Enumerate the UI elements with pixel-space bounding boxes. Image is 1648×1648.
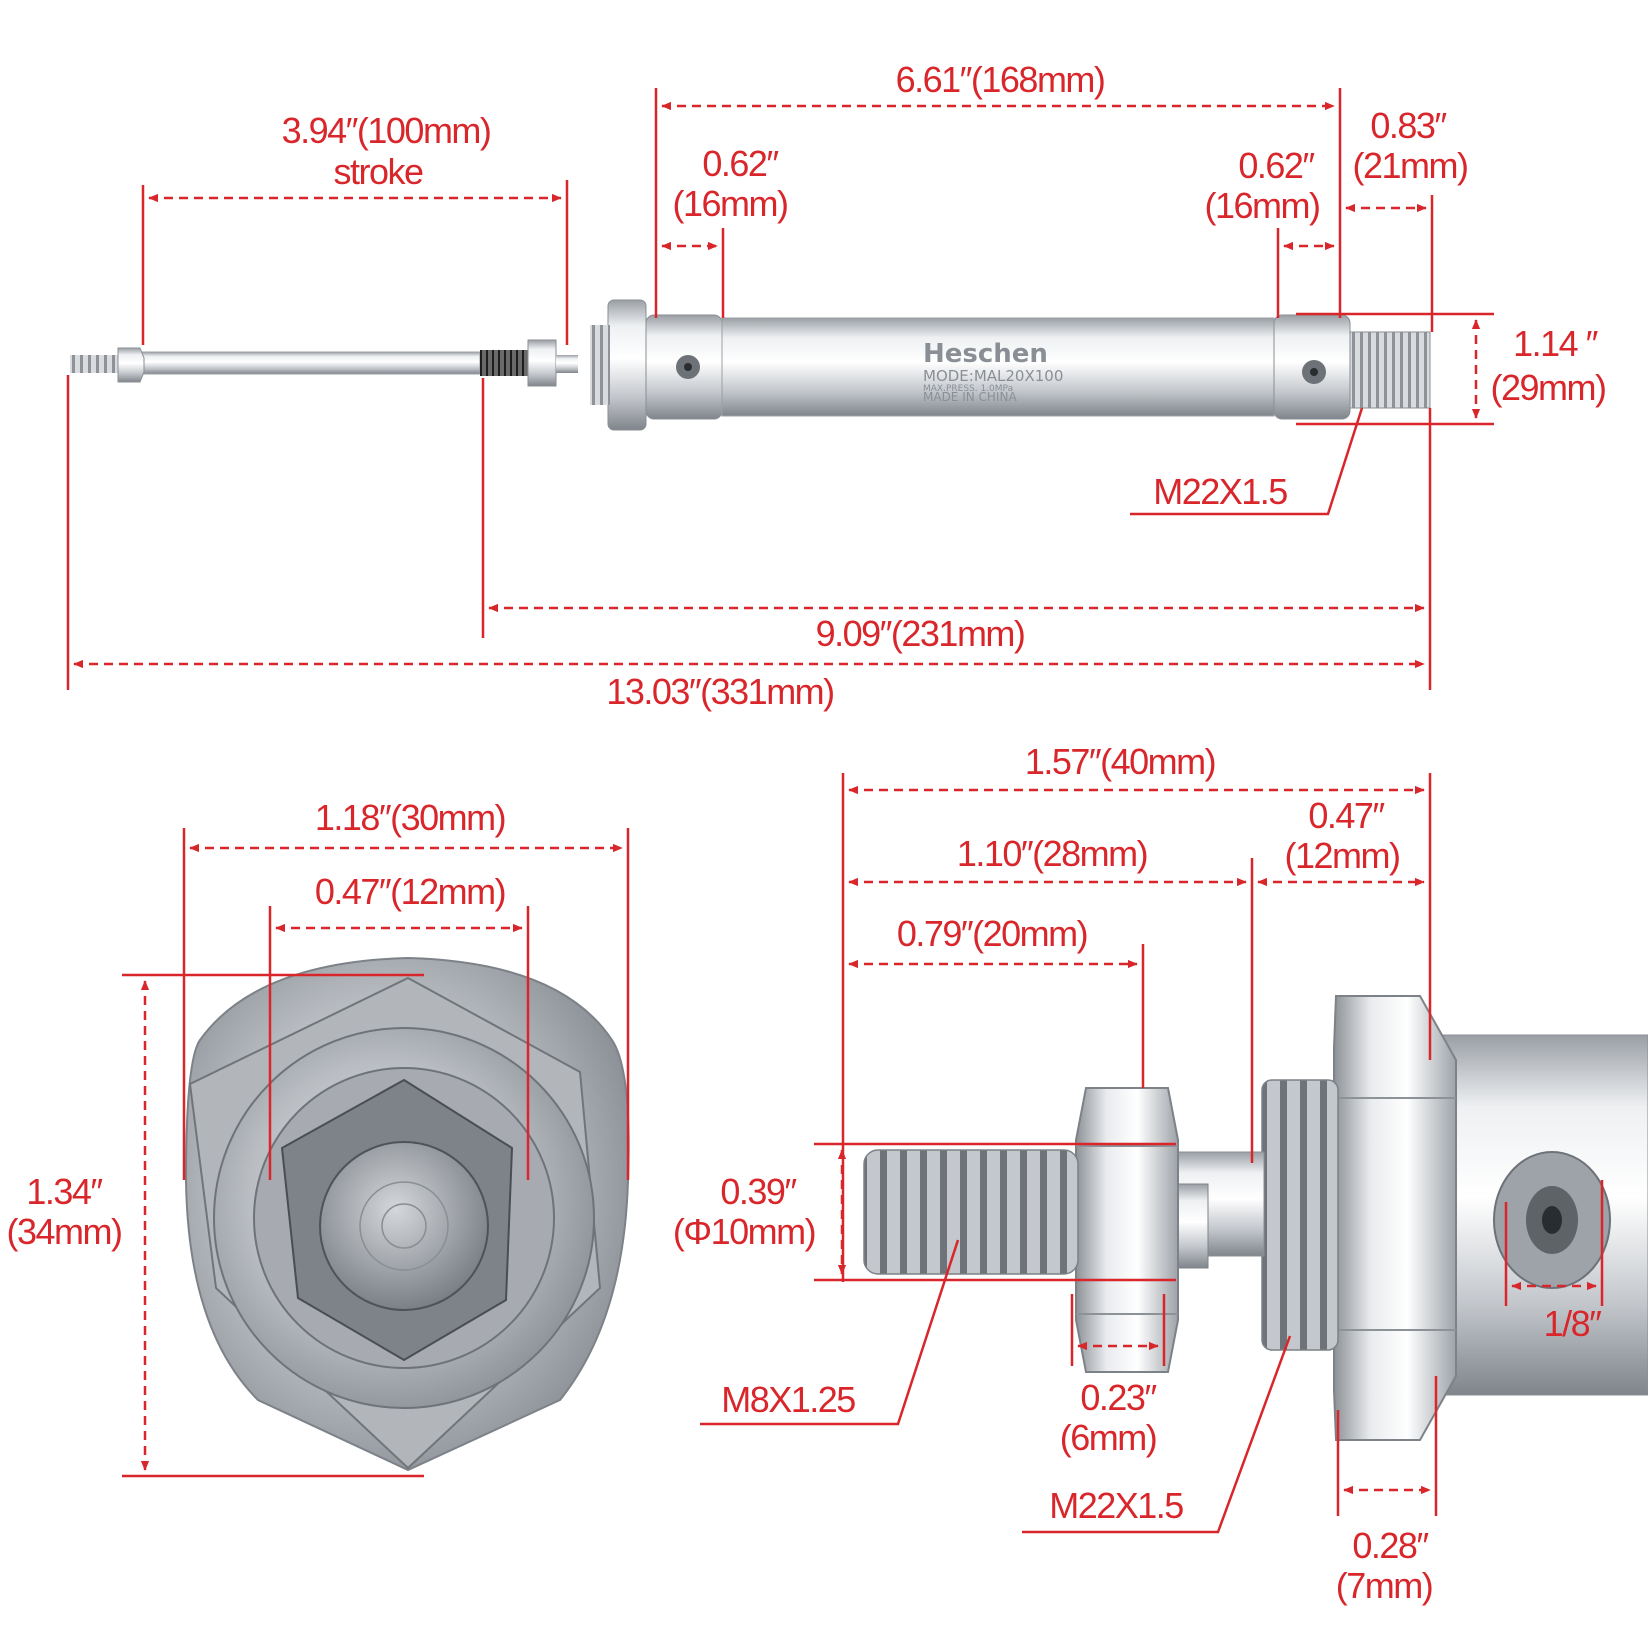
end-view: 1.18″(30mm) 0.47″(12mm) 1.34″ (34mm) [7,797,630,1478]
detail-rod-thread-leader [700,1239,960,1426]
detail-nut-thick-in-label: 0.23″ [1080,1377,1157,1418]
rod-end-face [319,1141,489,1311]
rod-nut [117,347,145,383]
detail-rod-dia-mm-label: (Φ10mm) [673,1211,815,1252]
rod-thread-tip [70,355,120,373]
front-mount-nut [607,299,647,431]
retracted-length-label: 9.09″(231mm) [816,613,1025,654]
detail-gland-mm-label: (12mm) [1285,835,1400,876]
front-cap-in-label: 0.62″ [702,143,779,184]
detail-gland-thread [1261,1079,1339,1351]
rear-thread-leader [1130,407,1364,516]
rear-thread-in-label: 0.83″ [1370,105,1447,146]
pressure-label: MAX.PRESS. 1.0MPa [923,384,1013,394]
end-height-mm-label: (34mm) [7,1211,122,1252]
body-length-label: 6.61″(168mm) [896,59,1105,100]
stroke-value-label: 3.94″(100mm) [282,110,491,151]
front-cap-mm-label: (16mm) [673,183,788,224]
rear-cap-mm-label: (16mm) [1205,185,1320,226]
rear-mount-thread [1349,331,1431,409]
rear-cap-in-label: 0.62″ [1238,145,1315,186]
rod-detail-view: 1.57″(40mm) 1.10″(28mm) 0.47″ (12mm) 0.7… [673,741,1648,1606]
detail-rod-thread [863,1149,1079,1275]
rod-collar [556,355,578,373]
model-label: MODE:MAL20X100 [923,367,1063,385]
detail-port-label: 1/8″ [1544,1303,1603,1344]
detail-gland-in-label: 0.47″ [1308,795,1385,836]
body-dia-in-label: 1.14 ″ [1513,323,1599,364]
cylinder-barrel [721,317,1275,417]
origin-label: MADE IN CHINA [923,390,1017,404]
side-view: Heschen MODE:MAL20X100 MAX.PRESS. 1.0MPa… [66,59,1607,712]
detail-mount-nut-in-label: 0.28″ [1352,1525,1429,1566]
rod-dark-thread [480,350,528,376]
body-side-rod-nut [527,339,557,387]
detail-gland-thread-leader [1022,1335,1292,1534]
rear-thread-mm-label: (21mm) [1353,145,1468,186]
detail-rod-dia-in-label: 0.39″ [720,1171,797,1212]
rear-thread-spec-label: M22X1.5 [1153,471,1287,512]
detail-total-length-label: 1.57″(40mm) [1025,741,1215,782]
stroke-label: stroke [333,151,423,192]
detail-thread-length-label: 0.79″(20mm) [897,913,1087,954]
piston-rod [134,351,481,375]
end-nut-width-label: 0.47″(12mm) [315,871,505,912]
detail-mount-nut-mm-label: (7mm) [1336,1565,1432,1606]
extended-length-label: 13.03″(331mm) [606,671,833,712]
detail-rod-nut [1075,1087,1179,1373]
detail-mount-nut [1333,995,1457,1441]
detail-nut-thick-mm-label: (6mm) [1060,1417,1156,1458]
body-dia-mm-label: (29mm) [1491,367,1606,408]
end-height-in-label: 1.34″ [26,1171,103,1212]
end-outer-width-label: 1.18″(30mm) [315,797,505,838]
brand-label: Heschen [923,339,1048,369]
front-gland-thread [590,325,610,405]
detail-rod-thread-label: M8X1.25 [721,1379,855,1420]
detail-thread-to-nut-label: 1.10″(28mm) [957,833,1147,874]
detail-gland-thread-label: M22X1.5 [1049,1485,1183,1526]
